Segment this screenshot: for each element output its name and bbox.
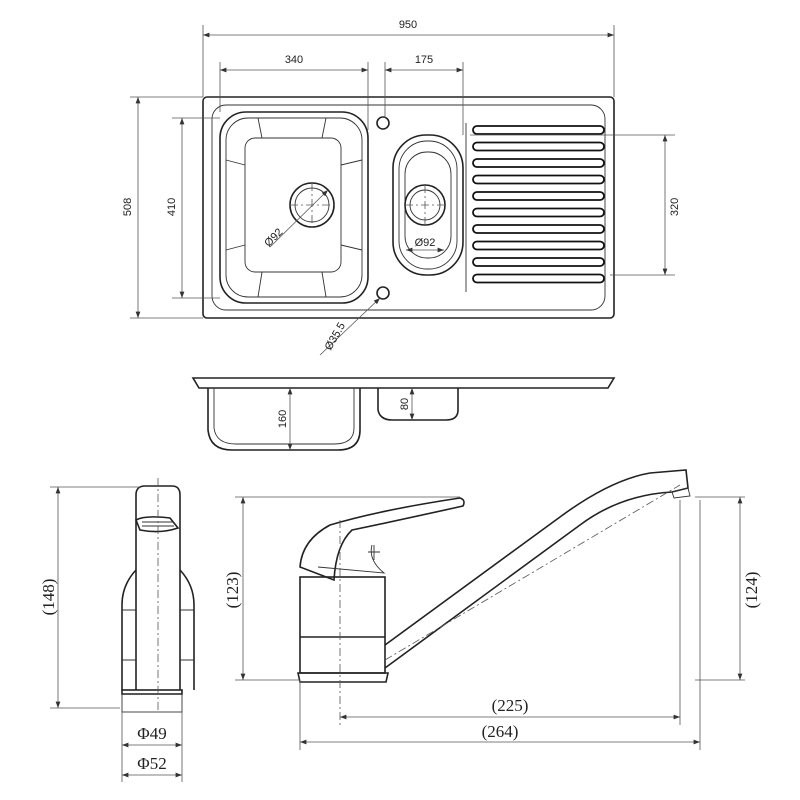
faucet-spout [384,469,689,669]
dim-small-bowl-depth: 80 [399,398,411,410]
dim-outer-base-dia: Φ52 [137,754,166,773]
faucet-front-view: (148) Φ49 Φ52 [39,478,195,782]
faucet-body [299,576,386,674]
dim-small-drain-dia: Ø92 [415,237,436,249]
sink-side-view: 160 80 [191,377,616,451]
small-bowl [392,134,464,276]
aerator [134,516,180,533]
sink-top-plate [191,377,616,389]
sink-rim [211,104,606,311]
sink-outline [202,96,615,319]
dim-spout-height: (124) [742,572,761,609]
dim-bowl-depth: 410 [166,198,178,216]
top-view-dimensions [130,25,675,356]
small-bowl-profile [377,388,459,421]
dim-inner-base-dia: Φ49 [137,724,166,743]
faucet-side-view: (123) (124) (225) (264) [223,469,761,750]
faucet-handle [299,497,465,582]
dim-overall-width: 950 [399,19,417,31]
dim-faucet-height: (148) [39,579,58,616]
dim-handle-height: (123) [223,572,242,609]
dim-small-bowl-width: 175 [415,54,433,66]
main-bowl [219,111,369,304]
dim-overall-depth: 508 [122,198,134,216]
drainer-ribs [472,125,605,284]
tap-hole-bottom [376,286,390,300]
faucet-spout-front [135,485,181,690]
tap-hole-top [376,116,390,130]
main-bowl-profile [207,388,361,451]
dim-bowl-width: 340 [285,54,303,66]
dim-overall-length: (264) [482,722,519,741]
faucet-body-base [297,672,389,683]
dim-main-bowl-depth: 160 [277,410,289,428]
sink-top-view: 950 340 175 508 410 320 Ø92 Ø92 Ø35.5 [122,19,681,356]
dim-drainer-depth: 320 [669,198,681,216]
dim-spout-reach: (225) [492,696,529,715]
dim-tap-hole-dia: Ø35.5 [323,321,348,353]
faucet-base [121,693,183,713]
dim-main-drain-dia: Ø92 [262,226,285,249]
